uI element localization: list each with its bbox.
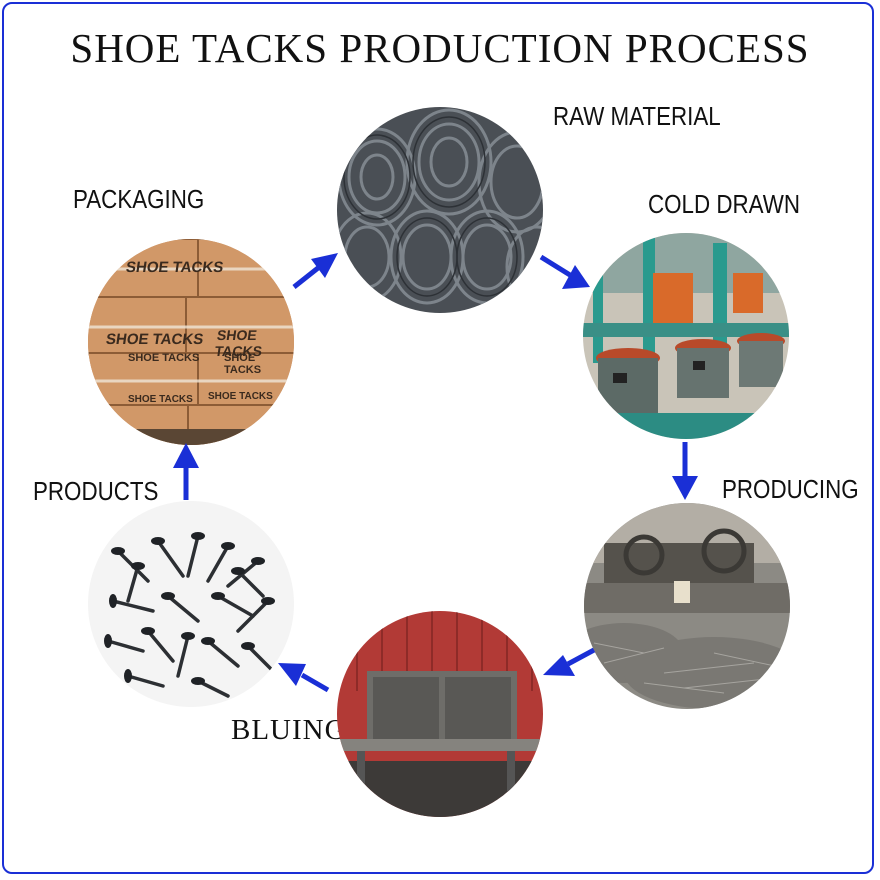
box-label: SHOE TACKS xyxy=(124,259,225,276)
step-label-raw-material: RAW MATERIAL xyxy=(553,101,721,131)
step-label-packaging: PACKAGING xyxy=(73,184,205,214)
box-label: SHOE TACKS xyxy=(104,331,205,348)
box-label: SHOE TACKS xyxy=(224,352,262,376)
cold-drawn-photo xyxy=(583,233,789,439)
step-label-producing: PRODUCING xyxy=(722,474,859,504)
box-label: SHOE TACKS xyxy=(128,352,200,364)
producing-photo xyxy=(584,503,790,709)
step-label-bluing: BLUING xyxy=(231,714,347,746)
step-label-cold-drawn: COLD DRAWN xyxy=(648,189,800,219)
products-photo xyxy=(88,501,294,707)
packaging-photo: SHOE TACKS SHOE TACKS SHOE TACKS SHOE TA… xyxy=(88,239,294,445)
diagram-title: SHOE TACKS PRODUCTION PROCESS xyxy=(70,25,810,71)
step-label-products: PRODUCTS xyxy=(33,476,159,506)
bluing-photo xyxy=(337,611,543,817)
box-label: SHOE TACKS xyxy=(128,394,193,405)
box-label: SHOE TACKS xyxy=(208,391,273,402)
raw-material-photo xyxy=(337,107,543,313)
